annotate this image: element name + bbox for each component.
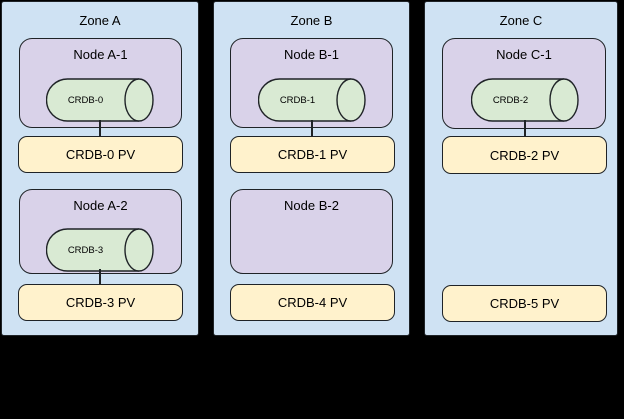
database-cylinder-icon [46,78,154,122]
zone-label: Zone C [499,13,543,28]
zone-c: Zone C Node C-1 CRDB-2 CRDB-2 PV CRDB-5 … [424,1,618,336]
node-b-2: Node B-2 [230,189,393,274]
connector-line [311,120,313,138]
zone-label: Zone A [79,13,121,28]
pod-cylinder-crdb-2: CRDB-2 [471,78,579,122]
pv-label: CRDB-1 PV [277,147,348,162]
node-label: Node B-1 [284,47,339,62]
pv-crdb-2: CRDB-2 PV [442,136,607,174]
pv-crdb-4: CRDB-4 PV [230,284,395,321]
pod-cylinder-crdb-1: CRDB-1 [258,78,366,122]
pv-label: CRDB-4 PV [277,295,348,310]
node-a-1: Node A-1 CRDB-0 [19,38,182,128]
pv-crdb-0: CRDB-0 PV [18,136,183,173]
node-label: Node A-2 [73,198,128,213]
pod-label: CRDB-1 [279,94,316,106]
pv-label: CRDB-3 PV [65,295,136,310]
pod-cylinder-crdb-3: CRDB-3 [46,228,154,272]
pod-label: CRDB-0 [67,94,104,106]
node-label: Node C-1 [496,47,552,62]
zone-a: Zone A Node A-1 CRDB-0 CRDB-0 PV Node A-… [1,1,199,336]
pod-label: CRDB-2 [492,94,529,106]
zone-label: Zone B [290,13,333,28]
pod-cylinder-crdb-0: CRDB-0 [46,78,154,122]
node-label: Node B-2 [284,198,339,213]
pv-crdb-1: CRDB-1 PV [230,136,395,173]
node-a-2: Node A-2 CRDB-3 [19,189,182,274]
database-cylinder-icon [46,228,154,272]
database-cylinder-icon [258,78,366,122]
connector-line [524,120,526,138]
pv-crdb-3: CRDB-3 PV [18,284,183,321]
connector-line [99,120,101,138]
pod-label: CRDB-3 [67,244,104,256]
pv-crdb-5: CRDB-5 PV [442,285,607,322]
node-c-1: Node C-1 CRDB-2 [442,38,606,129]
pv-label: CRDB-5 PV [489,296,560,311]
pv-label: CRDB-2 PV [489,147,560,163]
database-cylinder-icon [471,78,579,122]
node-b-1: Node B-1 CRDB-1 [230,38,393,128]
pv-label: CRDB-0 PV [65,147,136,162]
connector-line [99,269,101,286]
zone-b: Zone B Node B-1 CRDB-1 CRDB-1 PV Node B-… [213,1,410,336]
node-label: Node A-1 [73,47,128,62]
